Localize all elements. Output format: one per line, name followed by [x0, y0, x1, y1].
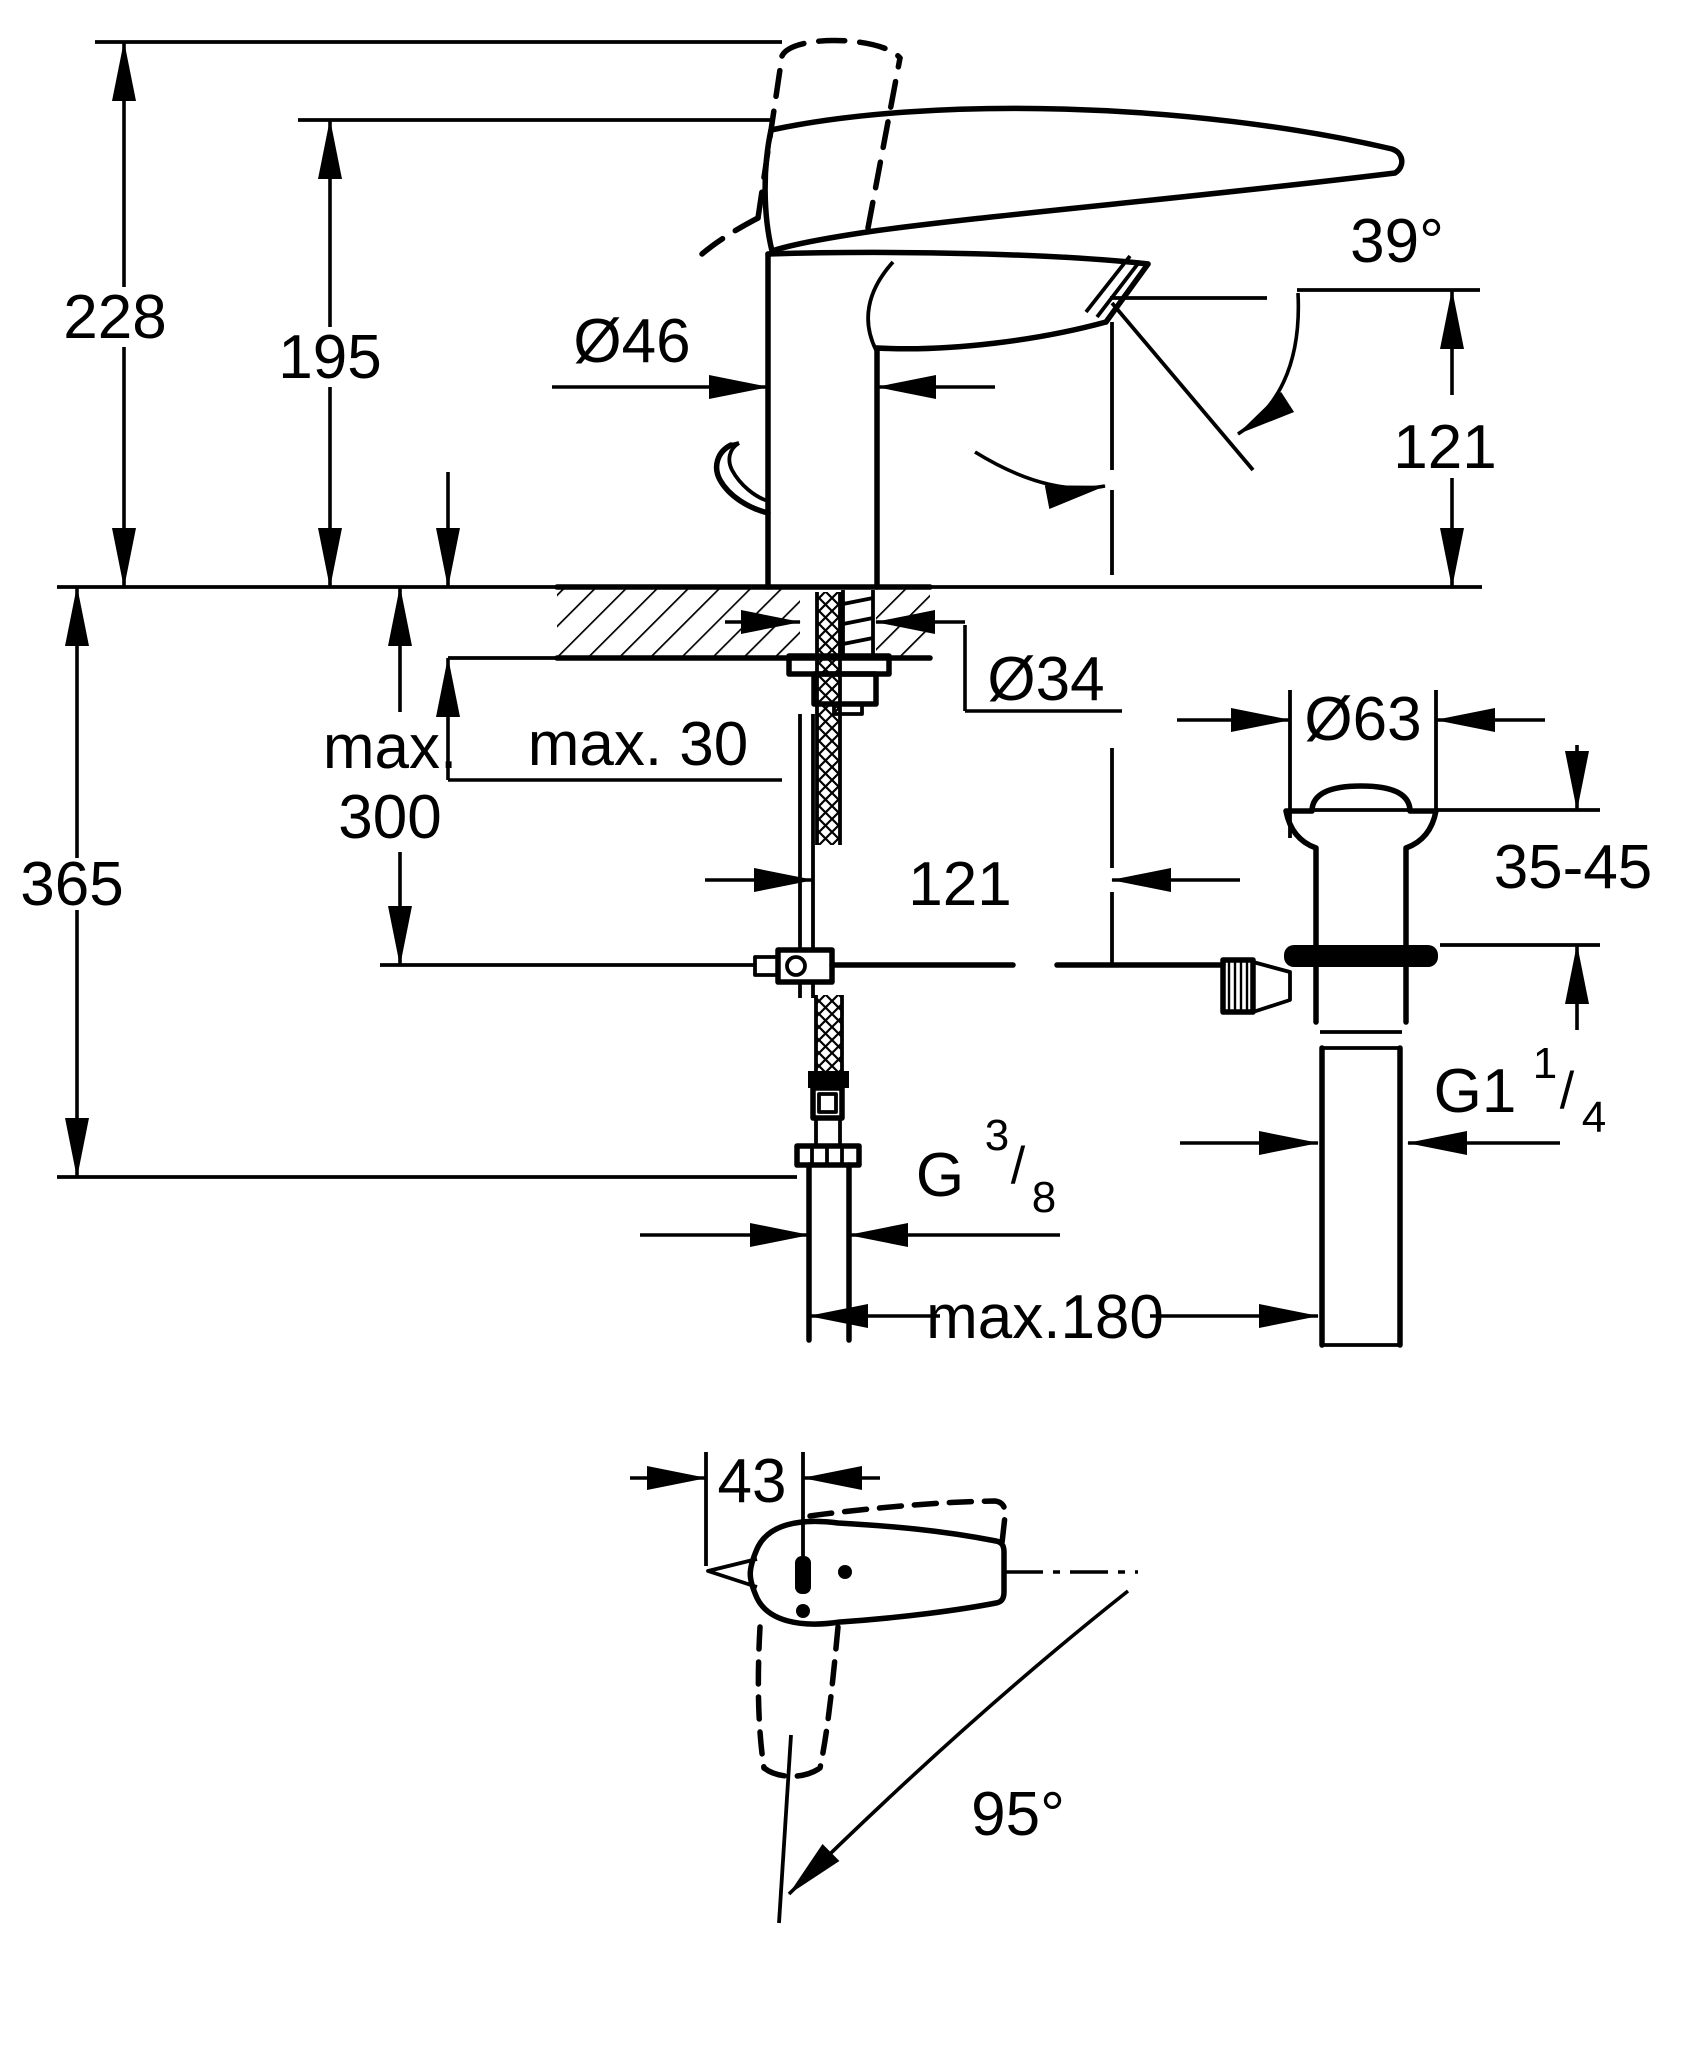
label-max300-line1: max.	[323, 713, 457, 782]
top-view-rotated-centerline	[777, 1734, 793, 1924]
label-g114: G1 1 / 4	[1434, 1039, 1607, 1142]
top-view-rotated-left-edge	[755, 1624, 767, 1771]
lever-raised-dashed	[699, 37, 903, 257]
label-g114-denominator: 4	[1582, 1093, 1606, 1142]
label-g38-base: G	[916, 1141, 964, 1210]
supply-hose-braid-lower	[816, 995, 842, 1071]
top-view-front-tab	[706, 1557, 758, 1589]
spout-top-edge	[765, 249, 1151, 267]
label-g38: G 3 / 8	[916, 1111, 1056, 1222]
lever-rest-solid	[762, 105, 1405, 254]
lever-raised-tip	[779, 37, 903, 61]
label-39deg: 39°	[1350, 207, 1444, 276]
popup-waste-valve	[1220, 783, 1439, 1348]
label-dia46: Ø46	[573, 307, 690, 376]
spout-outlet-face	[1103, 261, 1151, 325]
label-dia63: Ø63	[1304, 685, 1421, 754]
supply-hose-braid-upper	[817, 592, 840, 845]
pull-rod-knob-inner	[727, 441, 769, 503]
mounting-assembly	[753, 590, 892, 1343]
waste-knob-joint	[1252, 960, 1292, 1014]
top-view-dot-lower	[796, 1604, 810, 1618]
handle-top-view	[706, 1498, 1138, 1924]
label-121-reach: 121	[908, 850, 1011, 919]
label-g114-slash: /	[1560, 1062, 1575, 1120]
waste-body	[1313, 964, 1409, 1025]
supply-hose-braid-upper-outline	[815, 592, 842, 845]
label-228: 228	[63, 283, 166, 352]
label-95deg: 95°	[971, 1780, 1065, 1849]
top-view-lever-solid	[747, 1518, 1007, 1627]
spout-swivel-arrow	[974, 450, 1106, 509]
top-view-dot-right	[838, 1565, 852, 1579]
label-g38-slash: /	[1011, 1137, 1026, 1195]
dim-dia34-label-box	[963, 625, 1122, 713]
spout-root-curve	[866, 260, 895, 351]
top-view-rotated-tip	[761, 1765, 823, 1779]
top-view-lever-swivelled-dashed	[807, 1498, 1008, 1546]
pop-up-pull-rod	[798, 714, 815, 948]
hose-hex-fitting	[810, 1085, 845, 1121]
dim-39-arc	[1237, 292, 1301, 436]
threaded-shank	[841, 590, 875, 654]
supply-pipe-g38	[806, 1162, 852, 1343]
label-g38-numerator: 3	[985, 1111, 1009, 1160]
rod-tee-stub	[753, 955, 780, 977]
label-dia34: Ø34	[987, 645, 1104, 714]
lever-raised-right-edge	[865, 55, 903, 231]
label-195: 195	[278, 323, 381, 392]
label-max300-line2: 300	[338, 783, 441, 852]
spout-stream-axis	[1110, 301, 1255, 472]
waste-flange-body	[1283, 808, 1439, 948]
supply-hose-braid-lower-outline	[814, 995, 844, 1071]
pull-rod-knob-outer	[713, 442, 771, 516]
label-121-height: 121	[1393, 413, 1496, 482]
top-view-slot-mark	[795, 1556, 811, 1594]
label-g38-denominator: 8	[1032, 1173, 1056, 1222]
label-3545: 35-45	[1494, 833, 1653, 902]
dimension-lines	[65, 41, 1589, 1490]
hose-hex-inner	[817, 1092, 838, 1114]
waste-plug-dome	[1309, 783, 1413, 813]
top-view-rotated-right-edge	[817, 1624, 841, 1771]
waste-rod-knob-knurl	[1227, 960, 1249, 1012]
mounting-nut-step	[832, 702, 864, 716]
label-g114-numerator: 1	[1533, 1039, 1557, 1088]
aerator-detail	[1084, 254, 1142, 319]
hose-ferrule	[808, 1071, 849, 1088]
spout-underside	[874, 319, 1109, 352]
dim-95-arc	[787, 1589, 1130, 1896]
faucet-front-view	[699, 37, 1405, 590]
hose-neck	[814, 1118, 842, 1146]
waste-thread-relief	[1320, 1030, 1402, 1050]
label-365: 365	[20, 850, 123, 919]
label-g114-base: G1	[1434, 1057, 1517, 1126]
rod-tee-ball	[785, 955, 807, 977]
waste-rod-knob	[1220, 957, 1256, 1015]
label-max180: max.180	[926, 1283, 1164, 1352]
lever-raised-heel	[699, 215, 761, 257]
label-43: 43	[718, 1447, 787, 1516]
hose-union-nut-knurl	[810, 1146, 844, 1165]
pull-rod-lower	[798, 982, 815, 998]
dimension-labels: 228 195 Ø46 39° 121 max. 300 max. 30 Ø34…	[20, 207, 1652, 1849]
waste-gasket	[1284, 945, 1438, 967]
waste-tailpipe	[1319, 1045, 1403, 1348]
label-max30: max. 30	[528, 710, 749, 779]
